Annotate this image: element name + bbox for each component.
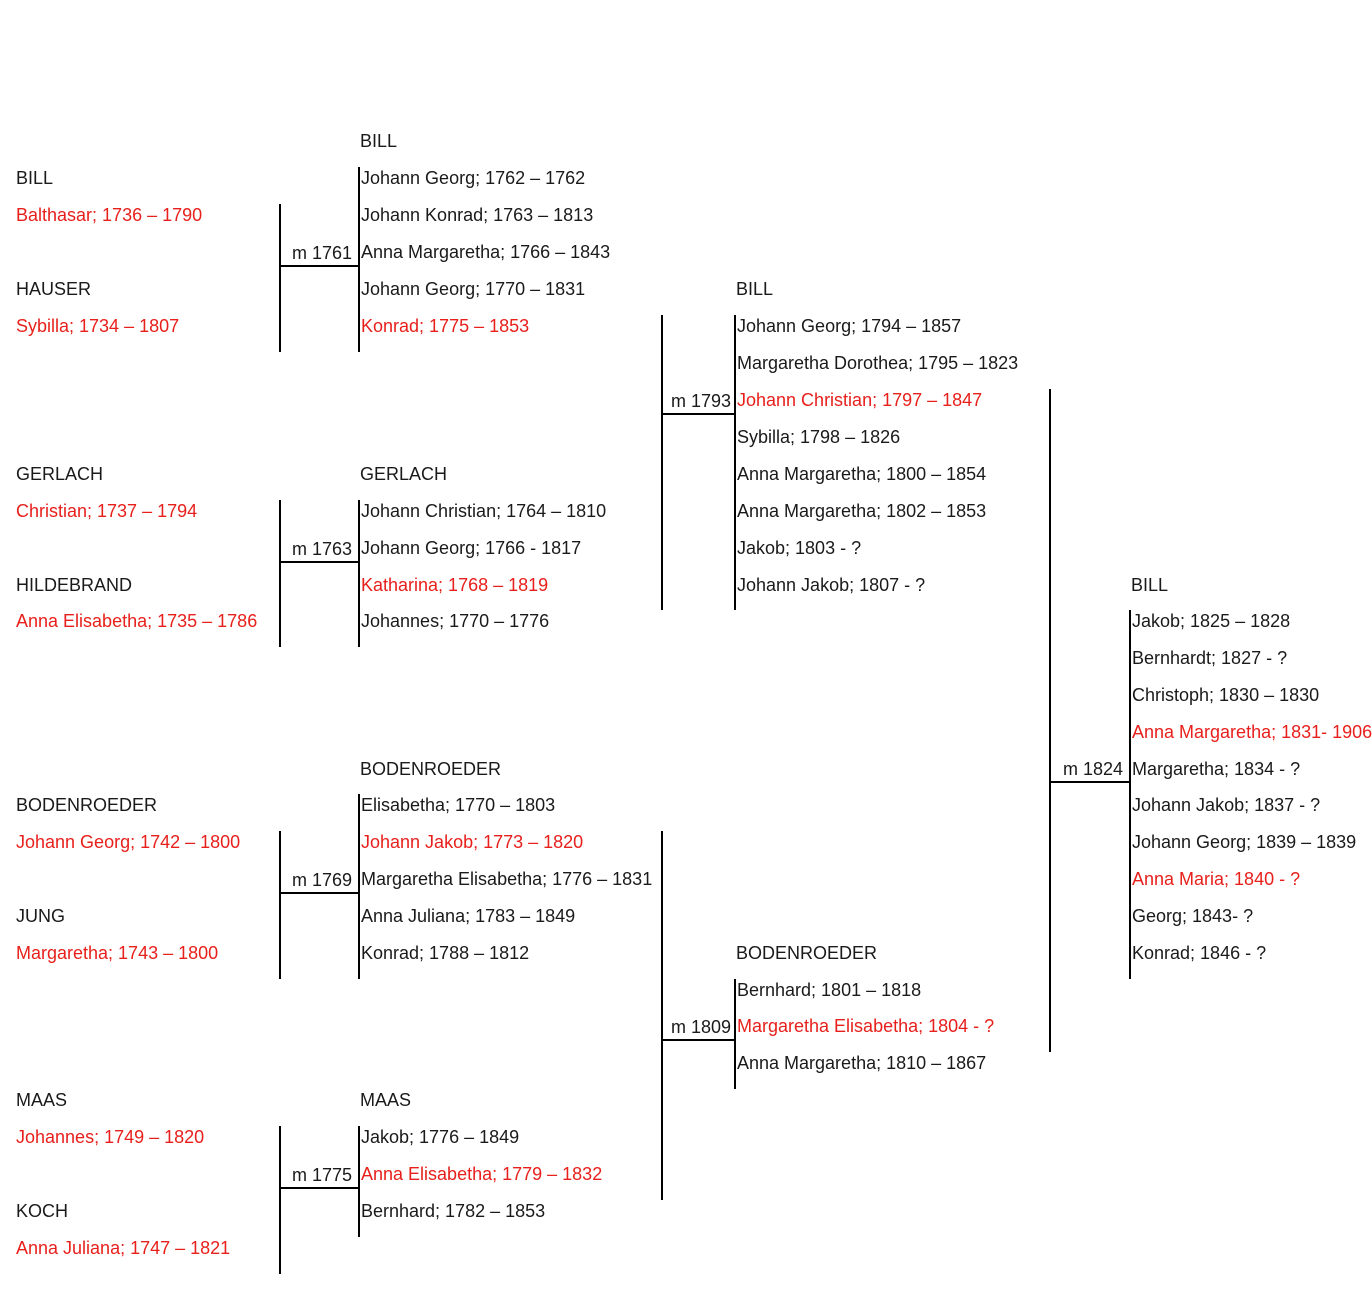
child-entry: Georg; 1843- ? — [1132, 906, 1254, 926]
child-entry: Margaretha Dorothea; 1795 – 1823 — [737, 353, 1019, 373]
children-line — [358, 794, 360, 979]
child-entry: Bernhard; 1801 – 1818 — [737, 980, 922, 1000]
family-surname: BILL — [360, 131, 398, 151]
child-entry: Johann Christian; 1764 – 1810 — [361, 501, 607, 521]
family-surname: GERLACH — [360, 464, 448, 484]
child-entry: Katharina; 1768 – 1819 — [361, 575, 549, 595]
marriage-year: m 1769 — [292, 870, 353, 890]
person-entry: Balthasar; 1736 – 1790 — [16, 205, 203, 225]
child-entry: Anna Juliana; 1783 – 1849 — [361, 906, 576, 926]
child-entry: Christoph; 1830 – 1830 — [1132, 685, 1320, 705]
child-entry: Johann Christian; 1797 – 1847 — [737, 390, 983, 410]
child-entry: Johann Georg; 1762 – 1762 — [361, 168, 586, 188]
child-entry: Anna Margaretha; 1831- 1906 — [1132, 722, 1372, 742]
couple-line — [661, 831, 663, 1200]
family-surname: MAAS — [360, 1090, 412, 1110]
marriage-year: m 1775 — [292, 1165, 353, 1185]
child-entry: Johann Georg; 1770 – 1831 — [361, 279, 586, 299]
child-entry: Anna Margaretha; 1802 – 1853 — [737, 501, 987, 521]
marriage-year: m 1809 — [671, 1017, 732, 1037]
child-entry: Bernhardt; 1827 - ? — [1132, 648, 1288, 668]
marriage-line — [279, 1187, 360, 1189]
child-entry: Anna Margaretha; 1800 – 1854 — [737, 464, 987, 484]
child-entry: Margaretha Elisabetha; 1776 – 1831 — [361, 869, 653, 889]
surname-label: MAAS — [16, 1090, 68, 1110]
marriage-line — [279, 265, 360, 267]
person-entry: Johannes; 1749 – 1820 — [16, 1127, 205, 1147]
marriage-line — [1049, 781, 1131, 783]
marriage-year: m 1793 — [671, 391, 732, 411]
child-entry: Johann Georg; 1794 – 1857 — [737, 316, 962, 336]
child-entry: Jakob; 1825 – 1828 — [1132, 611, 1291, 631]
couple-line — [279, 1126, 281, 1274]
surname-label: GERLACH — [16, 464, 104, 484]
child-entry: Anna Margaretha; 1766 – 1843 — [361, 242, 611, 262]
children-line — [358, 1126, 360, 1237]
child-entry: Johann Jakob; 1807 - ? — [737, 575, 926, 595]
marriage-year: m 1761 — [292, 243, 353, 263]
marriage-year: m 1824 — [1063, 759, 1124, 779]
person-entry: Margaretha; 1743 – 1800 — [16, 943, 219, 963]
child-entry: Johannes; 1770 – 1776 — [361, 611, 550, 631]
person-entry: Johann Georg; 1742 – 1800 — [16, 832, 241, 852]
child-entry: Konrad; 1846 - ? — [1132, 943, 1267, 963]
child-entry: Johann Jakob; 1837 - ? — [1132, 795, 1321, 815]
family-surname: BODENROEDER — [736, 943, 878, 963]
surname-label: HAUSER — [16, 279, 92, 299]
surname-label: JUNG — [16, 906, 65, 926]
couple-line — [279, 500, 281, 647]
child-entry: Jakob; 1776 – 1849 — [361, 1127, 520, 1147]
child-entry: Margaretha; 1834 - ? — [1132, 759, 1301, 779]
child-entry: Elisabetha; 1770 – 1803 — [361, 795, 556, 815]
child-entry: Johann Konrad; 1763 – 1813 — [361, 205, 594, 225]
person-entry: Sybilla; 1734 – 1807 — [16, 316, 180, 336]
surname-label: BODENROEDER — [16, 795, 158, 815]
child-entry: Bernhard; 1782 – 1853 — [361, 1201, 546, 1221]
child-entry: Anna Maria; 1840 - ? — [1132, 869, 1301, 889]
family-surname: BODENROEDER — [360, 759, 502, 779]
child-entry: Konrad; 1775 – 1853 — [361, 316, 530, 336]
marriage-line — [661, 413, 736, 415]
children-line — [358, 167, 360, 352]
child-entry: Margaretha Elisabetha; 1804 - ? — [737, 1016, 995, 1036]
couple-line — [1049, 389, 1051, 1052]
child-entry: Johann Georg; 1766 - 1817 — [361, 538, 582, 558]
surname-label: BILL — [16, 168, 54, 188]
marriage-line — [279, 561, 360, 563]
child-entry: Konrad; 1788 – 1812 — [361, 943, 530, 963]
marriage-line — [279, 892, 360, 894]
family-surname: BILL — [736, 279, 774, 299]
couple-line — [661, 315, 663, 610]
child-entry: Johann Georg; 1839 – 1839 — [1132, 832, 1357, 852]
couple-line — [279, 831, 281, 979]
surname-label: KOCH — [16, 1201, 69, 1221]
child-entry: Johann Jakob; 1773 – 1820 — [361, 832, 584, 852]
family-surname: BILL — [1131, 575, 1169, 595]
children-line — [358, 500, 360, 647]
child-entry: Jakob; 1803 - ? — [737, 538, 862, 558]
child-entry: Anna Margaretha; 1810 – 1867 — [737, 1053, 987, 1073]
children-line — [1129, 610, 1131, 979]
person-entry: Christian; 1737 – 1794 — [16, 501, 198, 521]
marriage-line — [661, 1039, 736, 1041]
surname-label: HILDEBRAND — [16, 575, 133, 595]
child-entry: Anna Elisabetha; 1779 – 1832 — [361, 1164, 603, 1184]
person-entry: Anna Juliana; 1747 – 1821 — [16, 1238, 231, 1258]
person-entry: Anna Elisabetha; 1735 – 1786 — [16, 611, 258, 631]
marriage-year: m 1763 — [292, 539, 353, 559]
children-line — [734, 315, 736, 610]
children-line — [734, 979, 736, 1089]
child-entry: Sybilla; 1798 – 1826 — [737, 427, 901, 447]
couple-line — [279, 204, 281, 352]
